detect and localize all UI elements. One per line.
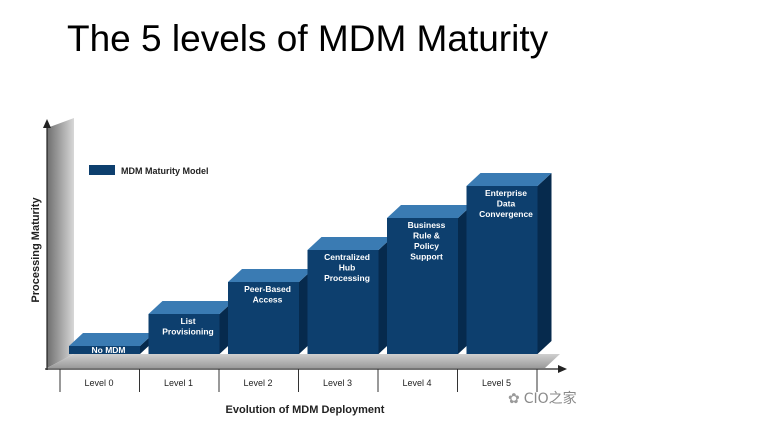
bar-front [148, 314, 220, 354]
bar-front [69, 346, 140, 354]
bar-front [466, 186, 538, 354]
x-axis-arrow [558, 365, 567, 373]
x-tick-label: Level 5 [482, 378, 511, 388]
x-tick-label: Level 3 [323, 378, 352, 388]
y-axis-arrow [43, 119, 51, 128]
bar-top [148, 301, 234, 314]
back-wall [47, 118, 74, 368]
bar-top [307, 237, 393, 250]
bar-level-2 [228, 269, 313, 354]
slide-title: The 5 levels of MDM Maturity [67, 18, 549, 59]
bar-front [307, 250, 379, 354]
watermark: ✿CIO之家 [508, 388, 577, 408]
watermark-text: CIO之家 [523, 391, 577, 407]
x-tick-label: Level 2 [243, 378, 272, 388]
legend-swatch [89, 165, 115, 175]
wechat-icon: ✿ [508, 391, 520, 407]
bar-level-5 [466, 173, 552, 354]
bar-front [228, 282, 299, 354]
x-tick-label: Level 1 [164, 378, 193, 388]
x-axis-label: Evolution of MDM Deployment [226, 404, 385, 416]
bar-level-4 [387, 205, 472, 354]
floor [47, 354, 560, 368]
bar-top [228, 269, 313, 282]
x-tick-label: Level 4 [402, 378, 431, 388]
x-tick-label: Level 0 [84, 378, 113, 388]
bar-top [387, 205, 472, 218]
legend-label: MDM Maturity Model [121, 166, 209, 176]
bar-level-3 [307, 237, 393, 354]
bar-top [69, 333, 154, 346]
y-axis-label: Processing Maturity [30, 197, 42, 303]
bar-side [537, 173, 552, 354]
bar-label: No MDM [92, 345, 126, 355]
bar-front [387, 218, 458, 354]
bar-top [466, 173, 552, 186]
